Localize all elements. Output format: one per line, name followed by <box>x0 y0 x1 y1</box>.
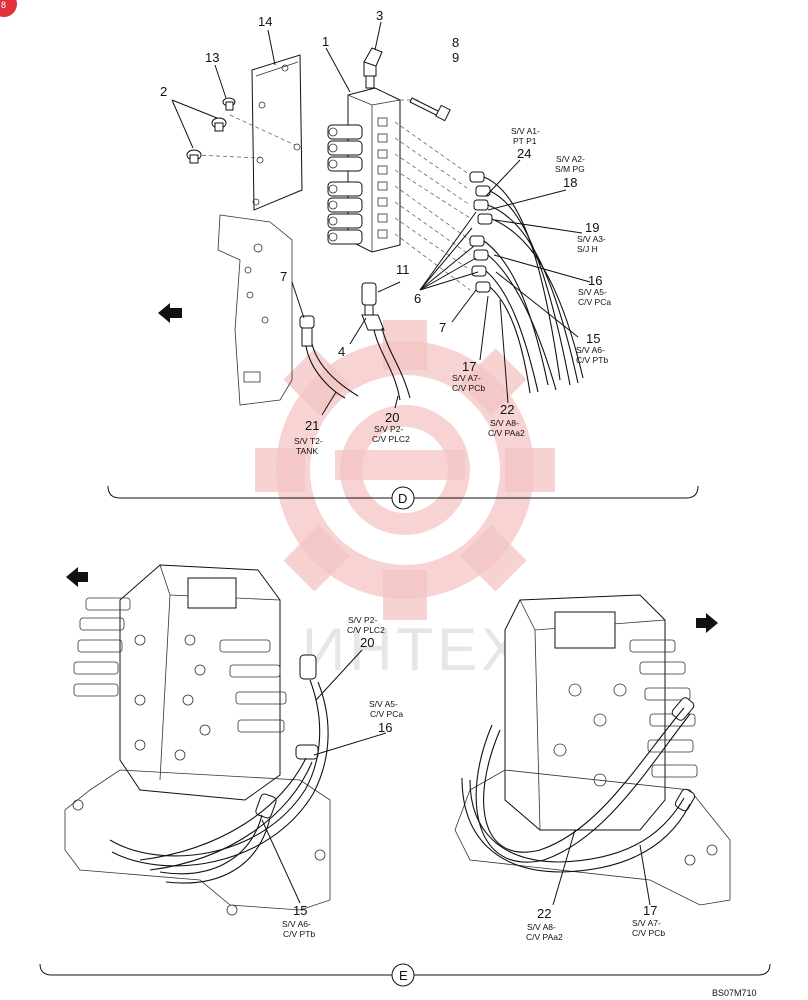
control-valve-left <box>64 564 331 916</box>
view-d-callouts: 14 13 2 1 3 8 9 S/V A1- PT P1 24 S/V A2-… <box>160 8 611 456</box>
svg-text:20: 20 <box>360 635 374 650</box>
svg-text:7: 7 <box>280 269 287 284</box>
svg-text:S/V A6-: S/V A6- <box>282 919 311 929</box>
svg-text:6: 6 <box>414 291 421 306</box>
svg-text:C/V PTb: C/V PTb <box>576 355 608 365</box>
elbow-fitting <box>363 47 383 89</box>
view-e-label: E <box>399 968 408 983</box>
svg-text:S/V A8-: S/V A8- <box>527 922 556 932</box>
svg-text:S/V A7-: S/V A7- <box>632 918 661 928</box>
svg-text:8: 8 <box>452 35 459 50</box>
control-valve-right <box>454 594 731 906</box>
svg-text:14: 14 <box>258 14 272 29</box>
svg-text:20: 20 <box>385 410 399 425</box>
svg-text:C/V PCb: C/V PCb <box>452 383 485 393</box>
svg-text:S/V A2-: S/V A2- <box>556 154 585 164</box>
svg-text:C/V PCa: C/V PCa <box>370 709 403 719</box>
svg-text:S/V A5-: S/V A5- <box>369 699 398 709</box>
fitting-7 <box>299 315 315 347</box>
svg-text:13: 13 <box>205 50 219 65</box>
view-d: D 14 13 2 1 3 8 9 S/V A1- PT P1 24 S/V A… <box>107 8 699 510</box>
watermark-gear-icon <box>255 320 555 620</box>
drawing-code: BS07M710 <box>712 988 757 998</box>
left-arrow-icon <box>158 303 182 323</box>
svg-text:17: 17 <box>643 903 657 918</box>
view-d-label: D <box>398 491 407 506</box>
svg-text:C/V PLC2: C/V PLC2 <box>372 434 410 444</box>
left-arrow-icon <box>66 567 88 587</box>
svg-text:18: 18 <box>563 175 577 190</box>
svg-text:4: 4 <box>338 344 345 359</box>
bolt <box>211 117 227 132</box>
svg-text:C/V PLC2: C/V PLC2 <box>347 625 385 635</box>
watermark-text: ИНТЕХ <box>302 616 525 683</box>
svg-text:S/J H: S/J H <box>577 244 598 254</box>
view-e-marker <box>391 963 415 987</box>
svg-text:S/V A5-: S/V A5- <box>578 287 607 297</box>
svg-text:S/V A8-: S/V A8- <box>490 418 519 428</box>
svg-text:9: 9 <box>452 50 459 65</box>
svg-text:S/V A7-: S/V A7- <box>452 373 481 383</box>
view-e: S/V P2- C/V PLC2 20 S/V A5- C/V PCa 16 1… <box>39 564 771 987</box>
right-arrow-icon <box>696 613 718 633</box>
svg-text:22: 22 <box>537 906 551 921</box>
svg-text:15: 15 <box>293 903 307 918</box>
svg-text:15: 15 <box>586 331 600 346</box>
bolt <box>186 149 202 164</box>
svg-text:19: 19 <box>585 220 599 235</box>
svg-text:S/V A6-: S/V A6- <box>576 345 605 355</box>
fitting-11 <box>361 282 385 331</box>
view-d-marker <box>391 486 415 510</box>
svg-text:S/V A3-: S/V A3- <box>577 234 606 244</box>
svg-text:22: 22 <box>500 402 514 417</box>
svg-text:C/V PAa2: C/V PAa2 <box>488 428 525 438</box>
svg-text:S/V P2-: S/V P2- <box>348 615 377 625</box>
svg-text:C/V PAa2: C/V PAa2 <box>526 932 563 942</box>
corner-badge-text: 8 <box>1 0 6 10</box>
svg-text:3: 3 <box>376 8 383 23</box>
svg-text:TANK: TANK <box>296 446 318 456</box>
svg-text:S/V P2-: S/V P2- <box>374 424 403 434</box>
svg-text:PT P1: PT P1 <box>513 136 537 146</box>
svg-text:S/V A1-: S/V A1- <box>511 126 540 136</box>
svg-text:11: 11 <box>396 262 410 277</box>
svg-text:C/V PCa: C/V PCa <box>578 297 611 307</box>
svg-text:C/V PCb: C/V PCb <box>632 928 665 938</box>
corner-badge: 8 <box>0 0 17 17</box>
svg-text:17: 17 <box>462 359 476 374</box>
svg-text:2: 2 <box>160 84 167 99</box>
bolt <box>222 97 236 111</box>
svg-text:24: 24 <box>517 146 531 161</box>
svg-text:7: 7 <box>439 320 446 335</box>
svg-text:S/V T2-: S/V T2- <box>294 436 323 446</box>
svg-text:21: 21 <box>305 418 319 433</box>
svg-text:C/V PTb: C/V PTb <box>283 929 315 939</box>
long-bolt <box>409 97 451 122</box>
svg-text:16: 16 <box>588 273 602 288</box>
solenoid-coils <box>327 124 363 245</box>
view-e-callouts: S/V P2- C/V PLC2 20 S/V A5- C/V PCa 16 1… <box>282 615 665 942</box>
svg-text:16: 16 <box>378 720 392 735</box>
svg-text:1: 1 <box>322 34 329 49</box>
svg-text:S/M PG: S/M PG <box>555 164 585 174</box>
